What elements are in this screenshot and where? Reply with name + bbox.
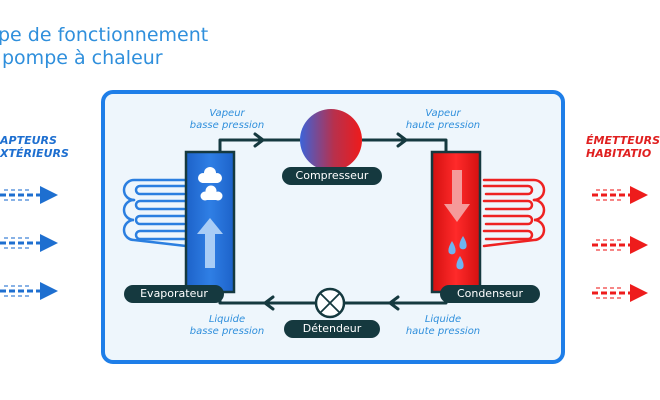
cloud-icon bbox=[200, 185, 223, 201]
flow-arrow-icon bbox=[388, 295, 400, 311]
outdoor-air-arrows bbox=[0, 186, 58, 300]
flow-arrow-icon bbox=[253, 132, 265, 148]
valve-cross-icon bbox=[320, 293, 340, 313]
condenser-coil bbox=[482, 178, 546, 248]
heat-arrow-icon bbox=[592, 186, 648, 204]
diagram-title: pe de fonctionnement pompe à chaleur bbox=[0, 24, 208, 70]
pipe-evaporator-to-compressor bbox=[218, 138, 300, 152]
note-high-pressure-vapor: Vapeur haute pression bbox=[400, 108, 486, 132]
evaporator-coil bbox=[122, 178, 188, 248]
water-drops-icon bbox=[448, 236, 467, 270]
evaporator-label: Evaporateur bbox=[124, 285, 224, 303]
note-line: Vapeur bbox=[425, 108, 461, 119]
air-arrow-icon bbox=[0, 282, 58, 300]
home-emitters-label: ÉMETTEURS HABITATIO bbox=[586, 134, 660, 160]
outdoor-sensors-label: APTEURS XTÉRIEURS bbox=[0, 134, 69, 160]
expansion-valve-label: Détendeur bbox=[284, 320, 380, 338]
expansion-valve bbox=[314, 287, 346, 319]
emitter-heat-arrows bbox=[592, 186, 648, 302]
up-arrow-icon bbox=[197, 218, 223, 268]
emitters-label-line-1: ÉMETTEURS bbox=[586, 134, 660, 147]
condenser-label: Condenseur bbox=[440, 285, 540, 303]
note-line: basse pression bbox=[189, 120, 265, 131]
pipe-compressor-to-condenser bbox=[362, 138, 448, 152]
note-line: Liquide bbox=[208, 314, 246, 325]
heat-arrow-icon bbox=[592, 284, 648, 302]
heat-arrow-icon bbox=[592, 236, 648, 254]
down-arrow-icon bbox=[444, 170, 470, 222]
note-line: Liquide bbox=[424, 314, 462, 325]
flow-arrow-icon bbox=[263, 295, 275, 311]
condenser bbox=[430, 150, 482, 294]
note-line: haute pression bbox=[405, 120, 481, 131]
compressor-label: Compresseur bbox=[282, 167, 382, 185]
air-arrow-icon bbox=[0, 186, 58, 204]
note-line: basse pression bbox=[189, 326, 265, 337]
note-line: Vapeur bbox=[209, 108, 245, 119]
note-low-pressure-vapor: Vapeur basse pression bbox=[184, 108, 270, 132]
emitters-label-line-2: HABITATIO bbox=[586, 147, 652, 160]
note-line: haute pression bbox=[405, 326, 481, 337]
note-low-pressure-liquid: Liquide basse pression bbox=[184, 314, 270, 338]
outdoor-label-line-2: XTÉRIEURS bbox=[0, 147, 69, 160]
flow-direction-arrows bbox=[253, 132, 408, 311]
outdoor-label-line-1: APTEURS bbox=[0, 134, 57, 147]
flow-arrow-icon bbox=[396, 132, 408, 148]
compressor bbox=[300, 109, 362, 171]
air-arrow-icon bbox=[0, 234, 58, 252]
title-line-1: pe de fonctionnement bbox=[0, 24, 209, 46]
title-line-2: pompe à chaleur bbox=[2, 47, 163, 69]
evaporator bbox=[184, 150, 236, 294]
cloud-icon bbox=[198, 167, 222, 183]
note-high-pressure-liquid: Liquide haute pression bbox=[400, 314, 486, 338]
